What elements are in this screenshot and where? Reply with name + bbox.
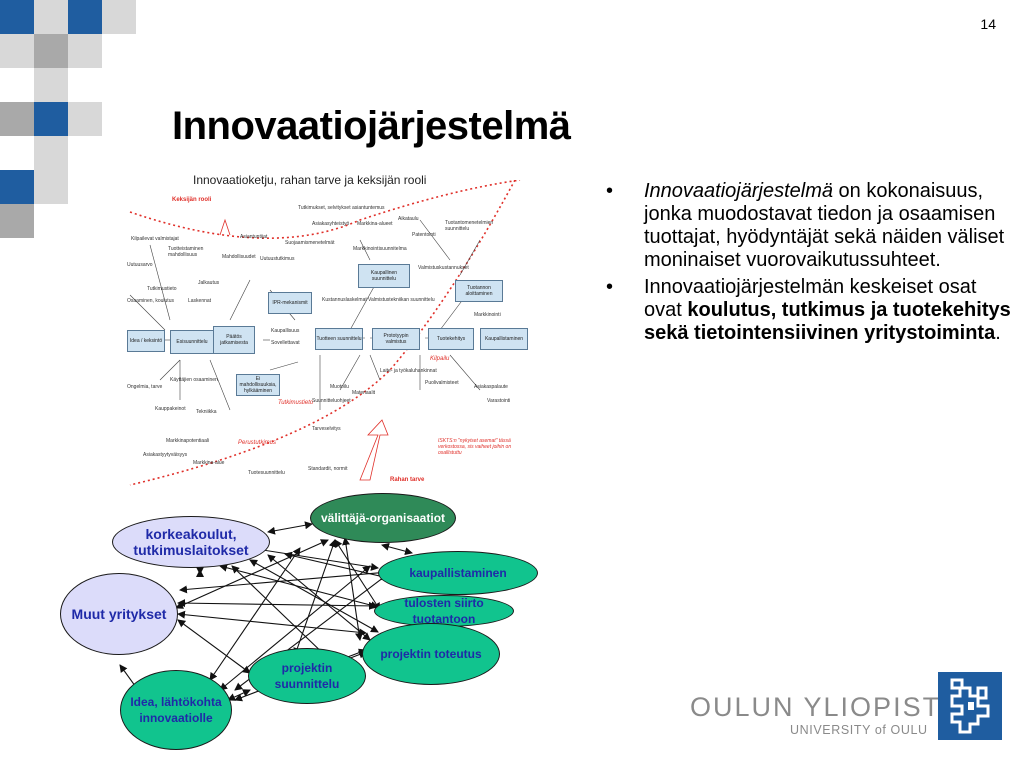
small-text: Uutuusarvo [127,262,153,268]
label-rahan-tarve: Rahan tarve [390,477,425,483]
bullet-dot-icon: • [606,180,614,202]
box-paatos: Päätös jatkamisesta [213,326,255,354]
small-text: Suunnitteluohjeet [312,398,351,404]
small-text: Osaaminen, koulutus [127,298,174,304]
box-idea: Idea / keksintö [127,330,165,352]
box-tuotteen-suunnittelu: Tuotteen suunnittelu [315,328,363,350]
small-text: Asiakastyytyväisyys [143,452,188,458]
small-text: Kaupallisuus [271,328,300,334]
box-tuotekehitys: Tuotekehitys [428,328,474,350]
small-text: Laite- ja työkaluhankinnat [380,368,437,374]
small-text: Tuotantomenetelmien suunnittelu [445,220,494,232]
label-kilpailu: Kilpailu [430,356,450,362]
small-text: Asiakaspalaute [474,384,508,390]
bullet-text-bold: koulutus, tutkimus ja tuotekehitys sekä … [644,299,1011,344]
small-text: Käyttäjien osaaminen [170,377,218,383]
small-text: Markkinointi [474,312,501,318]
node-kaupallistaminen: kaupallistaminen [378,551,538,595]
bullet-item: • Innovaatiojärjestelmä on kokonaisuus, … [604,180,1016,272]
small-text: Aikataulu [398,216,419,222]
small-text: Sovellettavat [271,340,300,346]
small-text: Valmistuskustannukset [418,265,469,271]
small-text: Tekniikka [196,409,217,415]
small-text: Muotoilu [330,384,349,390]
small-text: Tuotteistaminen mahdollisuus [168,246,204,258]
small-text: Markkinapotentiaali [166,438,210,444]
node-muut-yritykset: Muut yritykset [60,573,178,655]
box-kaupallinen-suunnittelu: Kaupallinen suunnittelu [358,264,410,288]
small-text: Standardit, normit [308,466,348,472]
node-tulosten-siirto: tulosten siirto tuotantoon [374,595,514,627]
small-text: Mahdollisuudet [222,254,256,260]
small-text: Markkina-alueet [357,221,393,227]
small-text: Ongelmia, tarve [127,384,163,390]
logo-name: OULUN YLIOPISTO [690,692,964,722]
box-prototyyppi: Prototyypin valmistus [372,328,420,350]
diagram-caption: Innovaatioketju, rahan tarve ja keksijän… [193,173,427,187]
node-projektin-toteutus: projektin toteutus [362,623,500,685]
box-ipr: IPR-mekanismit [268,292,312,314]
small-text: Kauppakeinot [155,406,186,412]
box-kaupallistaminen: Kaupallistaminen [480,328,528,350]
bullet-dot-icon: • [606,276,614,298]
small-text: Tarveselvitys [312,426,341,432]
small-text: Laskennat [188,298,212,304]
small-text: Kilpailevat valmistajat [131,236,179,242]
box-tuotannon-aloittaminen: Tuotannon aloittaminen [455,280,503,302]
small-text: Tutkimustieto [147,286,177,292]
small-text: Varastointi [487,398,511,404]
bullet-text: on kokonaisuus, jonka muodostavat tiedon… [644,180,1005,271]
bullet-text: Innovaatiojärjestelmä [644,180,833,202]
page-number: 14 [980,16,996,32]
small-text: Tutkimukset, selvitykset asiantuntemus [298,205,385,211]
university-emblem-icon [938,672,1002,740]
small-text: Markkina-alue [193,460,225,466]
logo-subtitle: UNIVERSITY of OULU [790,723,928,737]
small-text: Suojaamismenetelmät [285,240,335,246]
small-text: Jalkautus [198,280,220,286]
label-tutkimustieto: Tutkimustieto [278,400,314,406]
bullet-list: • Innovaatiojärjestelmä on kokonaisuus, … [604,180,1016,349]
bullet-text: . [995,322,1001,344]
node-valittaja-organisaatiot: välittäjä-organisaatiot [310,493,456,543]
small-text: Tuotesuunnittelu [248,470,285,476]
small-text: Asiantuntijat [240,234,268,240]
box-ei-mahdollisuuksia: Ei mahdollisuuksia, hylkääminen [236,374,280,396]
bullet-text: Innovaatiojärjestelmän keskeiset osat ov… [644,276,977,321]
small-text: Materiaalit [352,390,376,396]
label-isktsn: ISKTS:n "nykyiset asemat" tässä verkosto… [438,438,512,456]
small-text: Markkinointisuunnitelma [353,246,407,252]
small-text: Puolivalmisteet [425,380,459,386]
bullet-item: • Innovaatiojärjestelmän keskeiset osat … [604,276,1016,345]
small-text: Patentointi [412,232,436,238]
small-text: Uutuustutkimus [260,256,295,262]
label-perustutkimus: Perustutkimus [238,440,277,446]
node-projektin-suunnittelu: projektin suunnittelu [248,648,366,704]
node-korkeakoulut: korkeakoulut, tutkimuslaitokset [112,516,270,568]
node-idea: Idea, lähtökohta innovaatiolle [120,670,232,750]
small-text: Kustannuslaskelmat [322,297,367,303]
small-text: Valmistustekniikan suunnittelu [368,297,435,303]
label-keksijan-rooli: Keksijän rooli [172,197,212,203]
slide-title: Innovaatiojärjestelmä [172,104,571,148]
small-text: Asiakasyhteistyö [312,221,350,227]
